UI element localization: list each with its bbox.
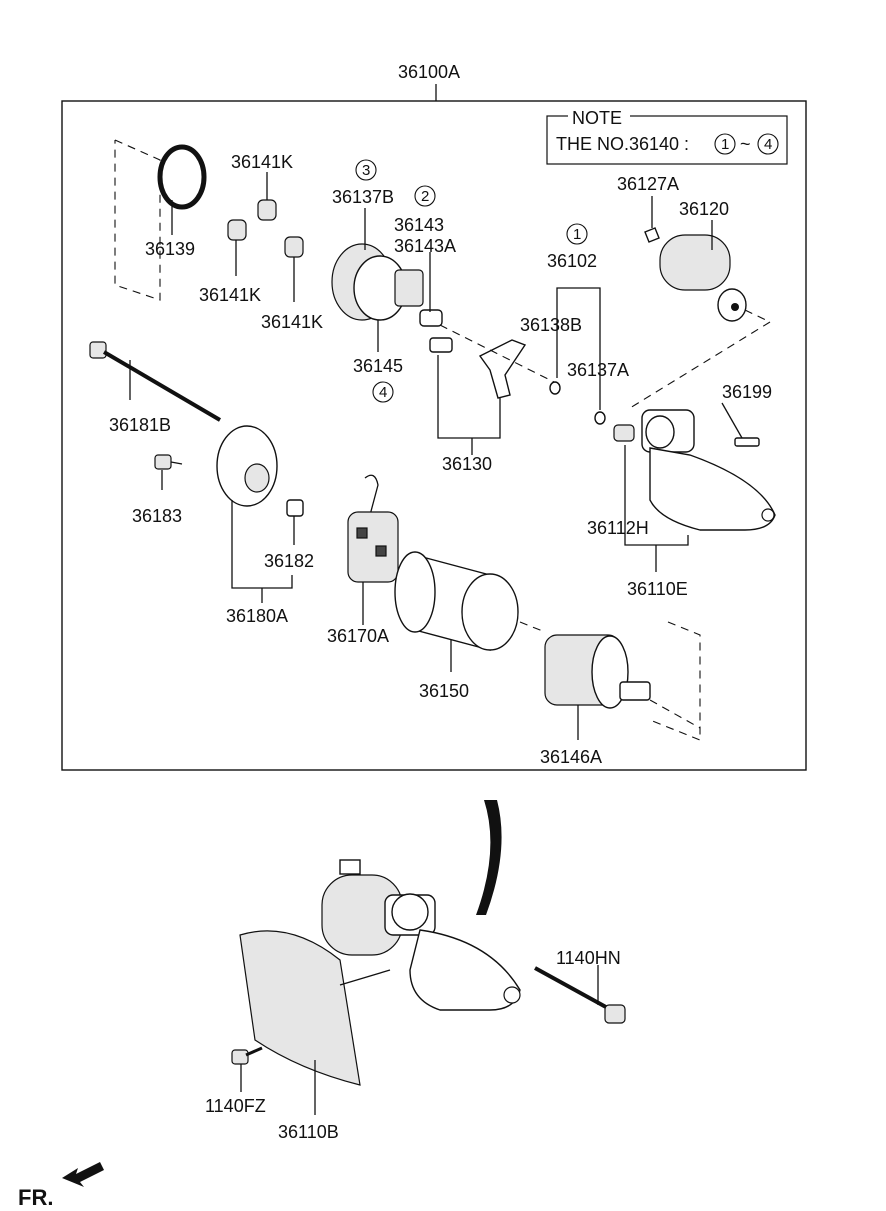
yoke-36150-drawing (394, 551, 546, 672)
part-label-1140FZ[interactable]: 1140FZ (205, 1096, 266, 1116)
part-label-36138B[interactable]: 36138B (520, 315, 582, 335)
rear-cover-36180A-drawing (154, 425, 304, 603)
note-header: NOTE (572, 108, 622, 128)
front-housing-36110E-drawing (613, 402, 776, 572)
front-direction-label: FR. (18, 1185, 53, 1210)
part-label-36143[interactable]: 36143 (394, 215, 444, 235)
callout-2: 2 (421, 188, 429, 205)
note-range-start: 1 (721, 136, 729, 153)
lever-36130-drawing (429, 324, 561, 455)
part-label-36183[interactable]: 36183 (132, 506, 182, 526)
part-label-36130[interactable]: 36130 (442, 454, 492, 474)
part-label-36150[interactable]: 36150 (419, 681, 469, 701)
part-label-36120[interactable]: 36120 (679, 199, 729, 219)
part-label-36102[interactable]: 36102 (547, 251, 597, 271)
callout-3: 3 (362, 162, 370, 179)
part-label-36127A[interactable]: 36127A (617, 174, 679, 194)
solenoid-36120-drawing (629, 196, 771, 409)
part-label-36145[interactable]: 36145 (353, 356, 403, 376)
part-label-36143A[interactable]: 36143A (394, 236, 456, 256)
reduction-gear-assembly-drawing (331, 208, 443, 352)
part-label-36110B[interactable]: 36110B (278, 1122, 339, 1142)
callout-1: 1 (573, 226, 581, 243)
assembly-label-36100A[interactable]: 36100A (398, 62, 460, 82)
part-label-36141K-right[interactable]: 36141K (261, 312, 323, 332)
note-range-sep: ~ (740, 134, 751, 154)
part-label-36146A[interactable]: 36146A (540, 747, 602, 767)
armature-36146A-drawing (544, 621, 701, 741)
part-label-36141K-top[interactable]: 36141K (231, 152, 293, 172)
front-arrow-icon (62, 1162, 104, 1187)
assembly-frame (61, 100, 807, 771)
part-label-36170A[interactable]: 36170A (327, 626, 389, 646)
planet-gear-drawings (227, 172, 304, 302)
ring-36139-drawing (114, 139, 207, 301)
part-label-36181B[interactable]: 36181B (109, 415, 171, 435)
assembled-starter-drawing (231, 800, 626, 1115)
part-label-36182[interactable]: 36182 (264, 551, 314, 571)
through-bolt-36181B-drawing (89, 341, 222, 422)
part-label-36139[interactable]: 36139 (145, 239, 195, 259)
part-label-36110E[interactable]: 36110E (627, 579, 688, 599)
callout-4: 4 (379, 384, 387, 401)
part-label-36137B[interactable]: 36137B (332, 187, 394, 207)
note-text: THE NO.36140 : (556, 134, 689, 154)
part-label-36137A[interactable]: 36137A (567, 360, 629, 380)
part-label-36180A[interactable]: 36180A (226, 606, 288, 626)
part-label-36141K-left[interactable]: 36141K (199, 285, 261, 305)
part-label-36199[interactable]: 36199 (722, 382, 772, 402)
part-label-36112H[interactable]: 36112H (587, 518, 649, 538)
note-box: NOTE THE NO.36140 : 1 ~ 4 (546, 108, 788, 165)
brush-holder-36170A-drawing (347, 474, 399, 625)
note-range-end: 4 (764, 136, 772, 153)
part-label-1140HN[interactable]: 1140HN (556, 948, 621, 968)
